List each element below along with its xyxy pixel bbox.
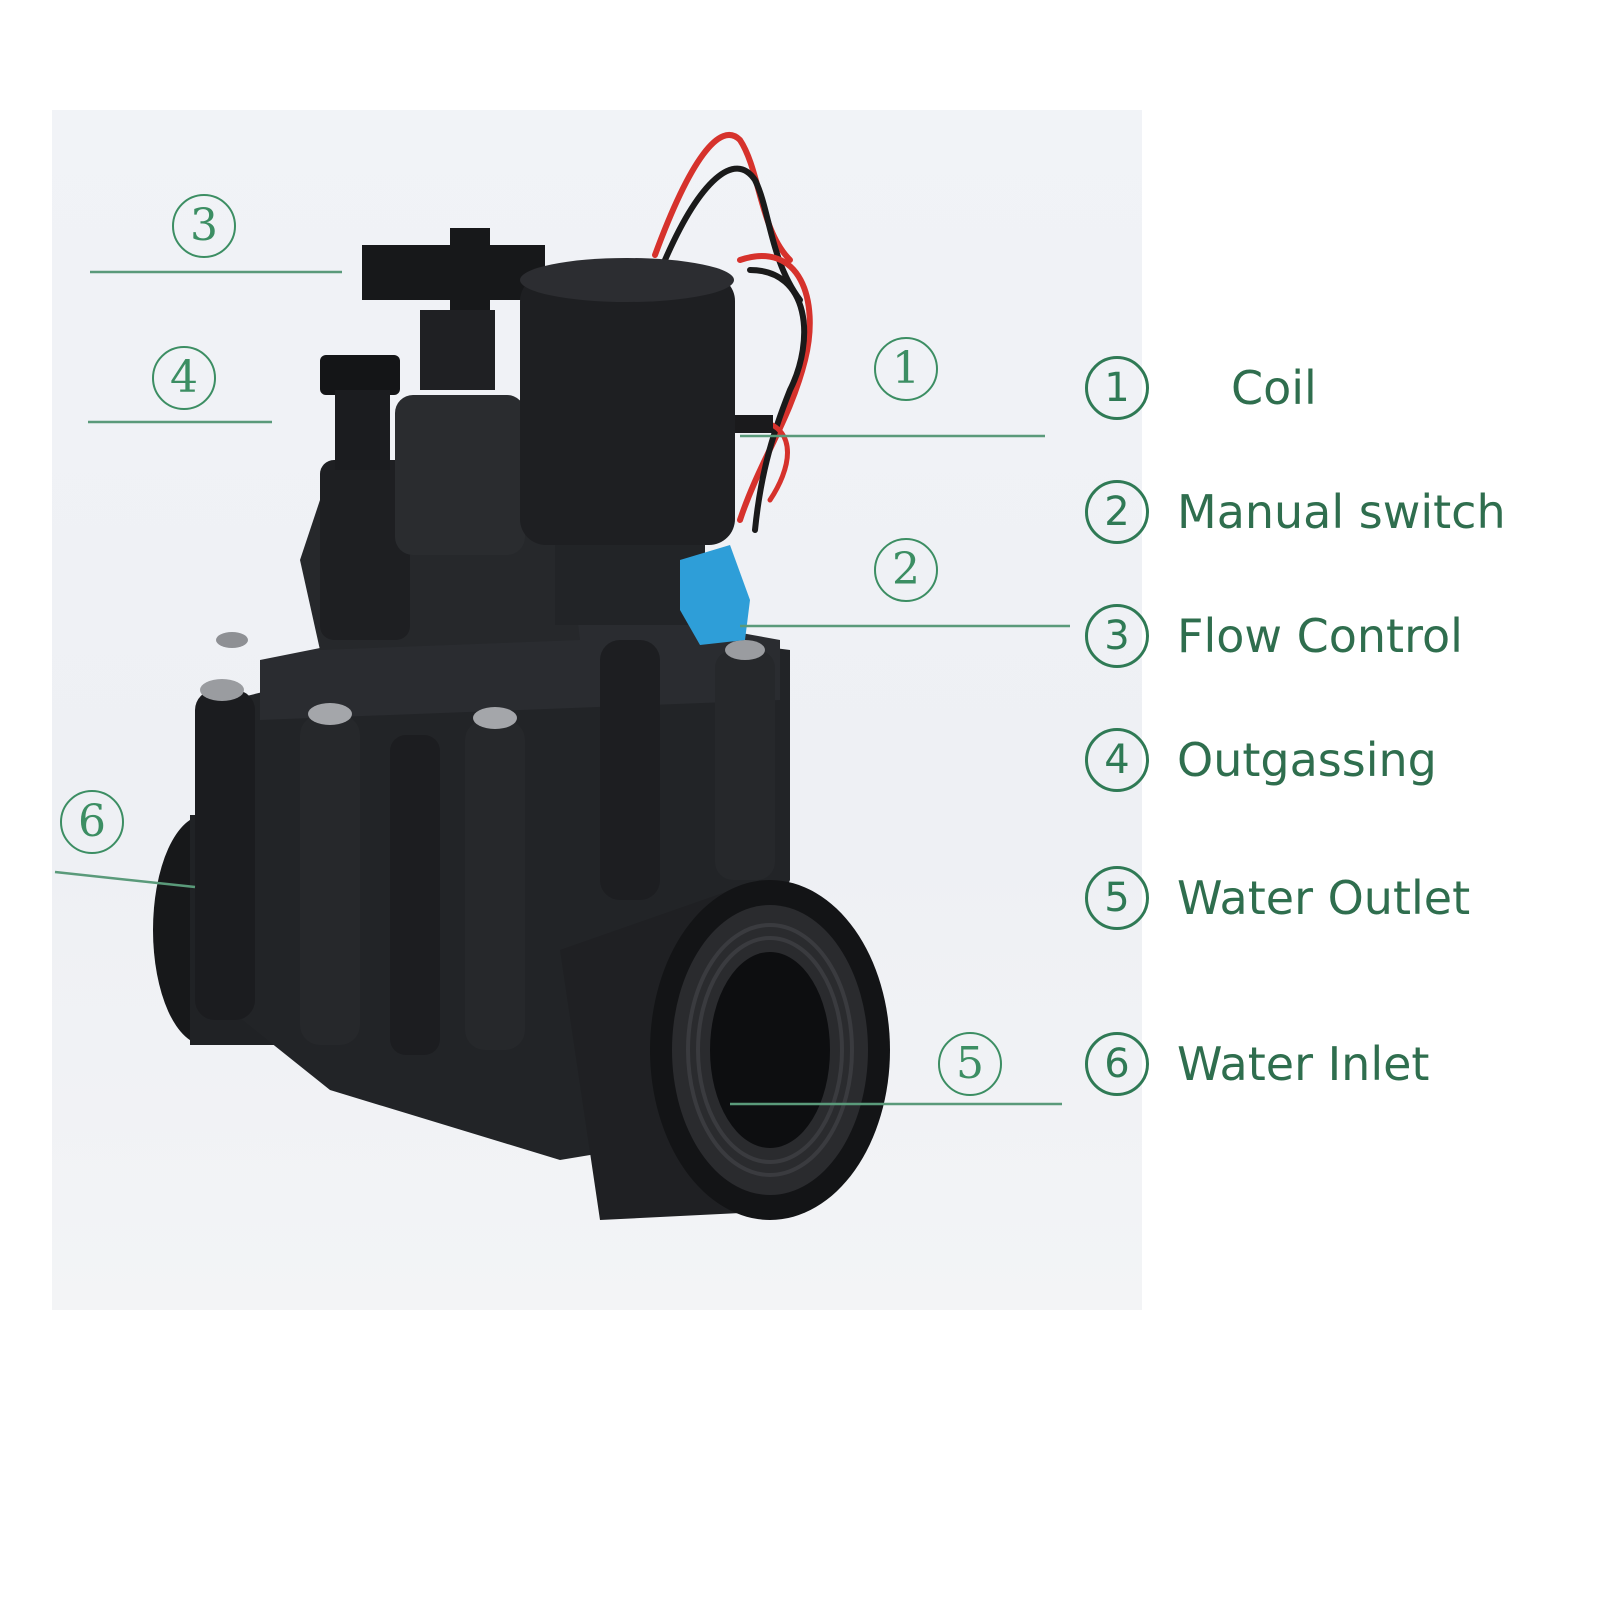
- callout-4: 4: [152, 346, 216, 410]
- coil-wires: [652, 132, 813, 533]
- water-outlet-pipe: [560, 880, 890, 1220]
- legend-number: 1: [1085, 356, 1149, 420]
- legend-item-outgassing: 4 Outgassing: [1085, 728, 1437, 792]
- callout-2: 2: [874, 538, 938, 602]
- legend-number: 3: [1085, 604, 1149, 668]
- legend-label: Water Inlet: [1177, 1037, 1430, 1091]
- legend-item-flow-control: 3 Flow Control: [1085, 604, 1463, 668]
- legend-label: Water Outlet: [1177, 871, 1471, 925]
- legend-label: Flow Control: [1177, 609, 1463, 663]
- legend-item-coil: 1 Coil: [1085, 356, 1317, 420]
- callout-1: 1: [874, 337, 938, 401]
- leader-line-6: [54, 870, 196, 889]
- legend-label: Manual switch: [1177, 485, 1506, 539]
- outgassing-screw: [320, 355, 400, 470]
- legend-number: 6: [1085, 1032, 1149, 1096]
- manual-switch-connector: [680, 545, 750, 645]
- legend-number: 2: [1085, 480, 1149, 544]
- flow-control-knob: [362, 228, 545, 390]
- bonnet: [300, 395, 580, 650]
- leader-lines: [54, 270, 1070, 1106]
- callout-5: 5: [938, 1032, 1002, 1096]
- legend-label: Outgassing: [1177, 733, 1437, 787]
- legend-item-manual-switch: 2 Manual switch: [1085, 480, 1506, 544]
- legend-label: Coil: [1231, 361, 1317, 415]
- legend-number: 4: [1085, 728, 1149, 792]
- legend-item-water-inlet: 6 Water Inlet: [1085, 1032, 1429, 1096]
- legend-number: 5: [1085, 866, 1149, 930]
- legend-item-water-outlet: 5 Water Outlet: [1085, 866, 1470, 930]
- coil: [520, 258, 773, 625]
- callout-6: 6: [60, 790, 124, 854]
- valve-body: [195, 600, 790, 1160]
- callout-3: 3: [172, 194, 236, 258]
